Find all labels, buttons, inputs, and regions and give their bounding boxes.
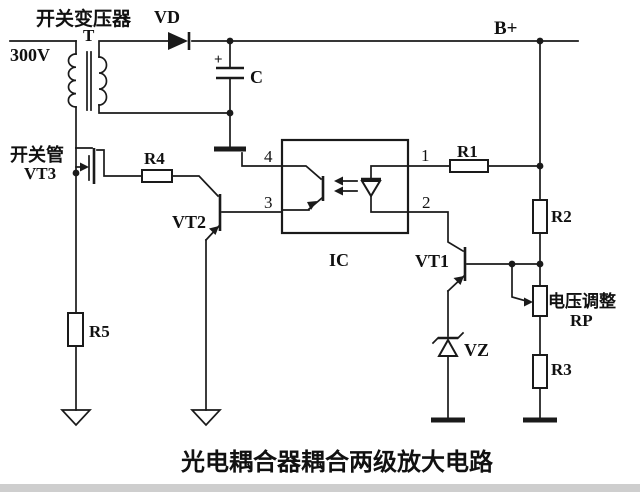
ground-triangle-left: [60, 409, 92, 427]
label-pin1: 1: [421, 146, 430, 165]
label-cap: C: [250, 67, 263, 87]
potentiometer-RP: [532, 285, 548, 317]
label-transformer-ref: T: [83, 26, 95, 45]
vt1-emitter-arrow: [453, 276, 464, 285]
transistor-VT1: [446, 247, 467, 293]
resistor-R4: [141, 169, 173, 183]
zener-VZ: [431, 331, 465, 357]
transformer-primary-winding: [67, 53, 77, 108]
wire-pin4: [241, 152, 283, 167]
diode-VD: [168, 32, 191, 50]
mosfet-arrow: [80, 162, 89, 172]
junction-dot: [226, 37, 234, 45]
wire-secondary-leads: [98, 40, 231, 114]
label-cap-plus: +: [214, 52, 223, 68]
label-pin2: 2: [422, 193, 431, 212]
label-rp-ref: RP: [570, 311, 593, 330]
label-vd: VD: [154, 7, 180, 27]
mosfet-VT3: [75, 147, 96, 184]
junction-dots: [72, 37, 544, 268]
label-r1: R1: [457, 142, 478, 161]
label-rp-name: 电压调整: [548, 291, 616, 312]
wire-source-r4: [96, 149, 143, 177]
wire-r4-vt2: [171, 175, 220, 198]
resistor-R5: [67, 312, 84, 347]
resistor-R1: [449, 159, 489, 173]
transistor-VT2: [204, 194, 222, 242]
vt2-emitter-arrow: [209, 226, 219, 235]
ic-light-arrow-2-head: [334, 186, 343, 196]
capacitor-C: [216, 66, 244, 80]
junction-dot: [72, 169, 80, 177]
label-r4: R4: [144, 149, 165, 168]
rp-wiper-arrow: [524, 297, 533, 307]
wires: [9, 40, 579, 420]
junction-dot: [508, 260, 516, 268]
ground-triangle-vt2: [190, 409, 222, 427]
junction-dot: [226, 109, 234, 117]
transformer-secondary-winding: [98, 56, 108, 106]
ic-photo-collector: [281, 165, 323, 181]
scan-artifact-band: [0, 484, 640, 492]
label-r5: R5: [89, 322, 110, 341]
label-transformer-name: 开关变压器: [36, 7, 132, 30]
wire-pin2-vt1: [407, 211, 465, 253]
label-vt2: VT2: [172, 212, 206, 232]
label-vt3: VT3: [24, 164, 56, 183]
diode-VD-triangle: [168, 32, 188, 50]
label-input-voltage: 300V: [10, 45, 50, 65]
optocoupler-IC: [280, 138, 410, 235]
label-bplus: B+: [494, 18, 518, 39]
vz-triangle: [437, 337, 459, 357]
transformer: [67, 51, 108, 111]
wire-rp-wiper: [511, 263, 528, 303]
junction-dot: [536, 260, 544, 268]
label-vz: VZ: [464, 340, 489, 360]
circuit-caption: 光电耦合器耦合两级放大电路: [180, 448, 494, 476]
resistor-R2: [532, 199, 548, 234]
vz-zener-hooks: [431, 331, 465, 345]
label-vt1: VT1: [415, 251, 449, 271]
ic-light-arrow-1-head: [334, 176, 343, 186]
label-r2: R2: [551, 207, 572, 226]
label-pin3: 3: [264, 193, 273, 212]
label-switch-name: 开关管: [10, 144, 64, 166]
junction-dot: [536, 162, 544, 170]
transformer-core: [86, 51, 92, 111]
label-ic: IC: [329, 250, 349, 270]
label-r3: R3: [551, 360, 572, 379]
ic-box: [280, 138, 410, 235]
ic-led-leads: [370, 165, 409, 213]
resistor-R3: [532, 354, 548, 389]
ic-photo-emitter-arrow: [307, 201, 317, 210]
ic-led-triangle: [360, 180, 382, 198]
ic-photo-emitter: [281, 196, 324, 211]
label-pin4: 4: [264, 147, 273, 166]
junction-dot: [536, 37, 544, 45]
